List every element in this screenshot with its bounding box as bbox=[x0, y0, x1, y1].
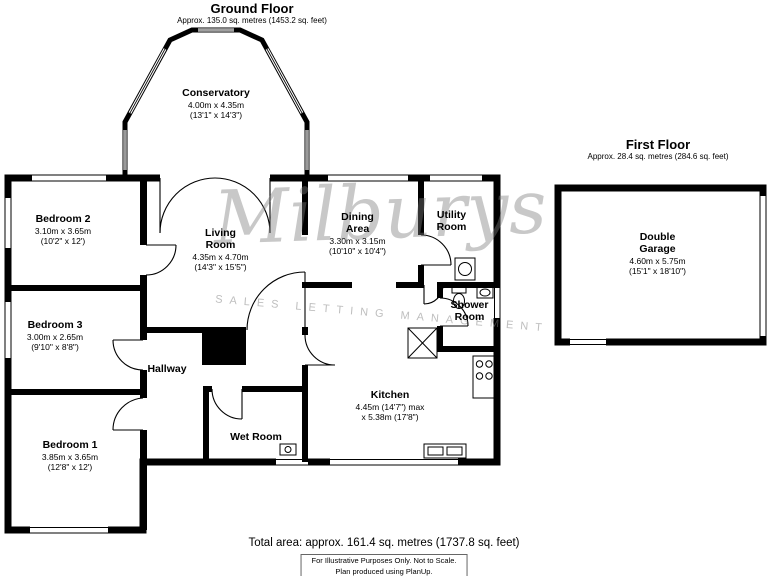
toilet-icon bbox=[451, 285, 467, 309]
garage-window bbox=[570, 338, 606, 346]
room-label-dining-area: Dining Area 3.30m x 3.15m (10'10" x 10'4… bbox=[315, 211, 400, 257]
room-dims-metric: 4.35m x 4.70m bbox=[192, 251, 249, 262]
room-label-double-garage: Double Garage 4.60m x 5.75m (15'1" x 18'… bbox=[615, 231, 700, 277]
total-area-text: Total area: approx. 161.4 sq. metres (17… bbox=[248, 537, 520, 549]
room-name: Bedroom 2 bbox=[35, 213, 91, 225]
room-label-bedroom-3: Bedroom 3 3.00m x 2.65m (9'10" x 8'8") bbox=[7, 319, 103, 353]
door-arcs bbox=[112, 177, 469, 431]
kitchen-sink-icon bbox=[423, 443, 467, 459]
room-name: Utility Room bbox=[436, 209, 467, 233]
ground-floor-title-text: Ground Floor bbox=[210, 1, 294, 16]
room-label-bedroom-2: Bedroom 2 3.10m x 3.65m (10'2" x 12') bbox=[13, 213, 113, 247]
windows bbox=[4, 174, 501, 534]
first-floor-title-text: First Floor bbox=[625, 137, 691, 152]
room-dims-imperial: (9'10" x 8'8") bbox=[31, 342, 79, 353]
interior-walls bbox=[8, 178, 497, 530]
room-dims-metric: 3.30m x 3.15m bbox=[329, 235, 386, 246]
room-dims-imperial: x 5.38m (17'8") bbox=[361, 412, 419, 423]
room-name: Living Room bbox=[205, 227, 236, 251]
garage-door bbox=[759, 196, 767, 336]
hob-icon bbox=[472, 355, 496, 399]
ground-floor-area-text: Approx. 135.0 sq. metres (1453.2 sq. fee… bbox=[177, 16, 327, 26]
disclaimer-line-2: Plan produced using PlanUp. bbox=[335, 566, 433, 576]
disclaimer-box: For Illustrative Purposes Only. Not to S… bbox=[300, 554, 468, 576]
room-label-utility-room: Utility Room bbox=[424, 209, 479, 234]
room-name: Hallway bbox=[147, 363, 187, 375]
room-dims-imperial: (14'3" x 15'5") bbox=[194, 262, 247, 273]
ground-floor-title: Ground Floor Approx. 135.0 sq. metres (1… bbox=[152, 1, 352, 27]
washing-machine-icon bbox=[454, 257, 476, 281]
room-label-kitchen: Kitchen 4.45m (14'7") max x 5.38m (17'8"… bbox=[330, 389, 450, 423]
room-dims-metric: 3.85m x 3.65m bbox=[41, 451, 99, 462]
room-name: Wet Room bbox=[230, 431, 282, 443]
room-name: Dining Area bbox=[341, 211, 374, 235]
basin-icon bbox=[476, 286, 494, 299]
room-dims-metric: 4.00m x 4.35m bbox=[187, 99, 245, 110]
shower-cubicle-icon bbox=[407, 327, 438, 359]
room-name: Kitchen bbox=[370, 389, 410, 401]
room-name: Double Garage bbox=[639, 231, 676, 255]
room-dims-imperial: (15'1" x 18'10") bbox=[628, 266, 686, 277]
room-name: Shower Room bbox=[450, 299, 489, 323]
room-dims-metric: 4.45m (14'7") max bbox=[355, 401, 425, 412]
room-label-hallway: Hallway bbox=[132, 363, 202, 376]
room-name: Bedroom 3 bbox=[27, 319, 83, 331]
room-dims-metric: 3.00m x 2.65m bbox=[26, 331, 84, 342]
room-label-wet-room: Wet Room bbox=[230, 431, 282, 444]
room-label-bedroom-1: Bedroom 1 3.85m x 3.65m (12'8" x 12') bbox=[20, 439, 120, 473]
conservatory-window-lines bbox=[124, 29, 308, 170]
fixtures bbox=[279, 257, 496, 459]
room-label-conservatory: Conservatory 4.00m x 4.35m (13'1" x 14'3… bbox=[156, 87, 276, 121]
wetroom-basin-icon bbox=[279, 443, 297, 456]
chimney-block bbox=[202, 327, 246, 365]
room-label-shower-room: Shower Room bbox=[442, 299, 497, 324]
conservatory-structure bbox=[122, 27, 310, 181]
garage-structure bbox=[554, 184, 767, 346]
room-dims-imperial: (10'2" x 12') bbox=[40, 236, 86, 247]
room-dims-imperial: (10'10" x 10'4") bbox=[328, 246, 386, 257]
disclaimer-line-1: For Illustrative Purposes Only. Not to S… bbox=[311, 556, 457, 565]
room-dims-metric: 4.60m x 5.75m bbox=[629, 255, 686, 266]
first-floor-title: First Floor Approx. 28.4 sq. metres (284… bbox=[558, 137, 758, 163]
room-dims-imperial: (13'1" x 14'3") bbox=[189, 110, 243, 121]
room-label-living-room: Living Room 4.35m x 4.70m (14'3" x 15'5"… bbox=[178, 227, 263, 273]
room-dims-metric: 3.10m x 3.65m bbox=[34, 225, 92, 236]
room-name: Bedroom 1 bbox=[42, 439, 98, 451]
room-name: Conservatory bbox=[182, 87, 250, 99]
first-floor-area-text: Approx. 28.4 sq. metres (284.6 sq. feet) bbox=[587, 152, 729, 162]
room-dims-imperial: (12'8" x 12') bbox=[47, 462, 93, 473]
